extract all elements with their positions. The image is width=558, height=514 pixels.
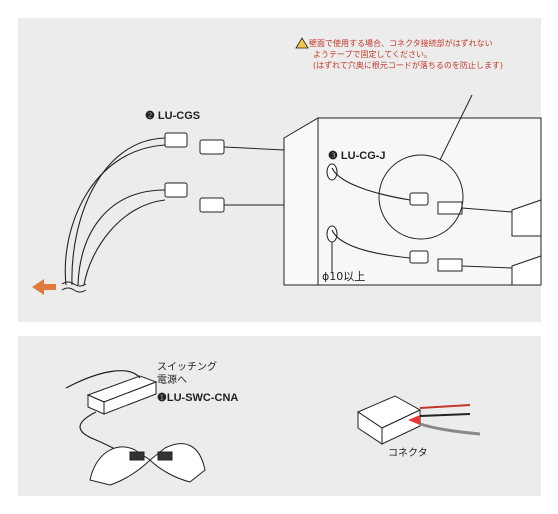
warning-line-2: ようテープで固定してください。 <box>313 50 433 59</box>
connector-cgs-lower <box>164 182 284 213</box>
label-lu-swc-cna: ❶LU-SWC-CNA <box>157 392 239 404</box>
warning-line-1: 壁面で使用する場合、コネクタ接続部がはずれない <box>309 39 493 48</box>
warning-line-3: (はずれて穴奥に根元コードが落ちるのを防止します) <box>313 61 503 70</box>
connector-closeup <box>356 395 481 445</box>
direction-arrow <box>32 279 56 295</box>
light-unit-upper <box>511 199 542 237</box>
cables-left <box>64 137 166 286</box>
label-power-2: 電源へ <box>157 375 187 386</box>
label-power-1: スイッチング <box>157 362 217 373</box>
label-connector: コネクタ <box>388 448 428 459</box>
wall-hole-lower <box>326 225 338 243</box>
connector-cgj-upper <box>409 192 463 215</box>
hands-connecting <box>89 443 206 486</box>
detail-circle <box>378 154 464 240</box>
warning-icon <box>295 37 309 49</box>
wall-hole-upper <box>326 163 338 181</box>
cable-end-wave <box>61 281 87 293</box>
label-lu-cg-j: ❸ LU-CG-J <box>328 150 386 162</box>
label-hole-size: ϕ10以上 <box>322 270 366 283</box>
warning-text: 壁面で使用する場合、コネクタ接続部がはずれない ようテープで固定してください。 … <box>309 38 503 71</box>
power-supply <box>86 375 158 415</box>
label-lu-cgs: ❷ LU-CGS <box>145 110 201 122</box>
callout-line <box>439 94 473 161</box>
connector-cgj-lower <box>409 250 463 272</box>
wall <box>283 117 542 286</box>
cables-through-wall <box>331 167 513 269</box>
light-unit-lower <box>511 255 542 286</box>
connector-cgs-upper <box>164 132 285 155</box>
